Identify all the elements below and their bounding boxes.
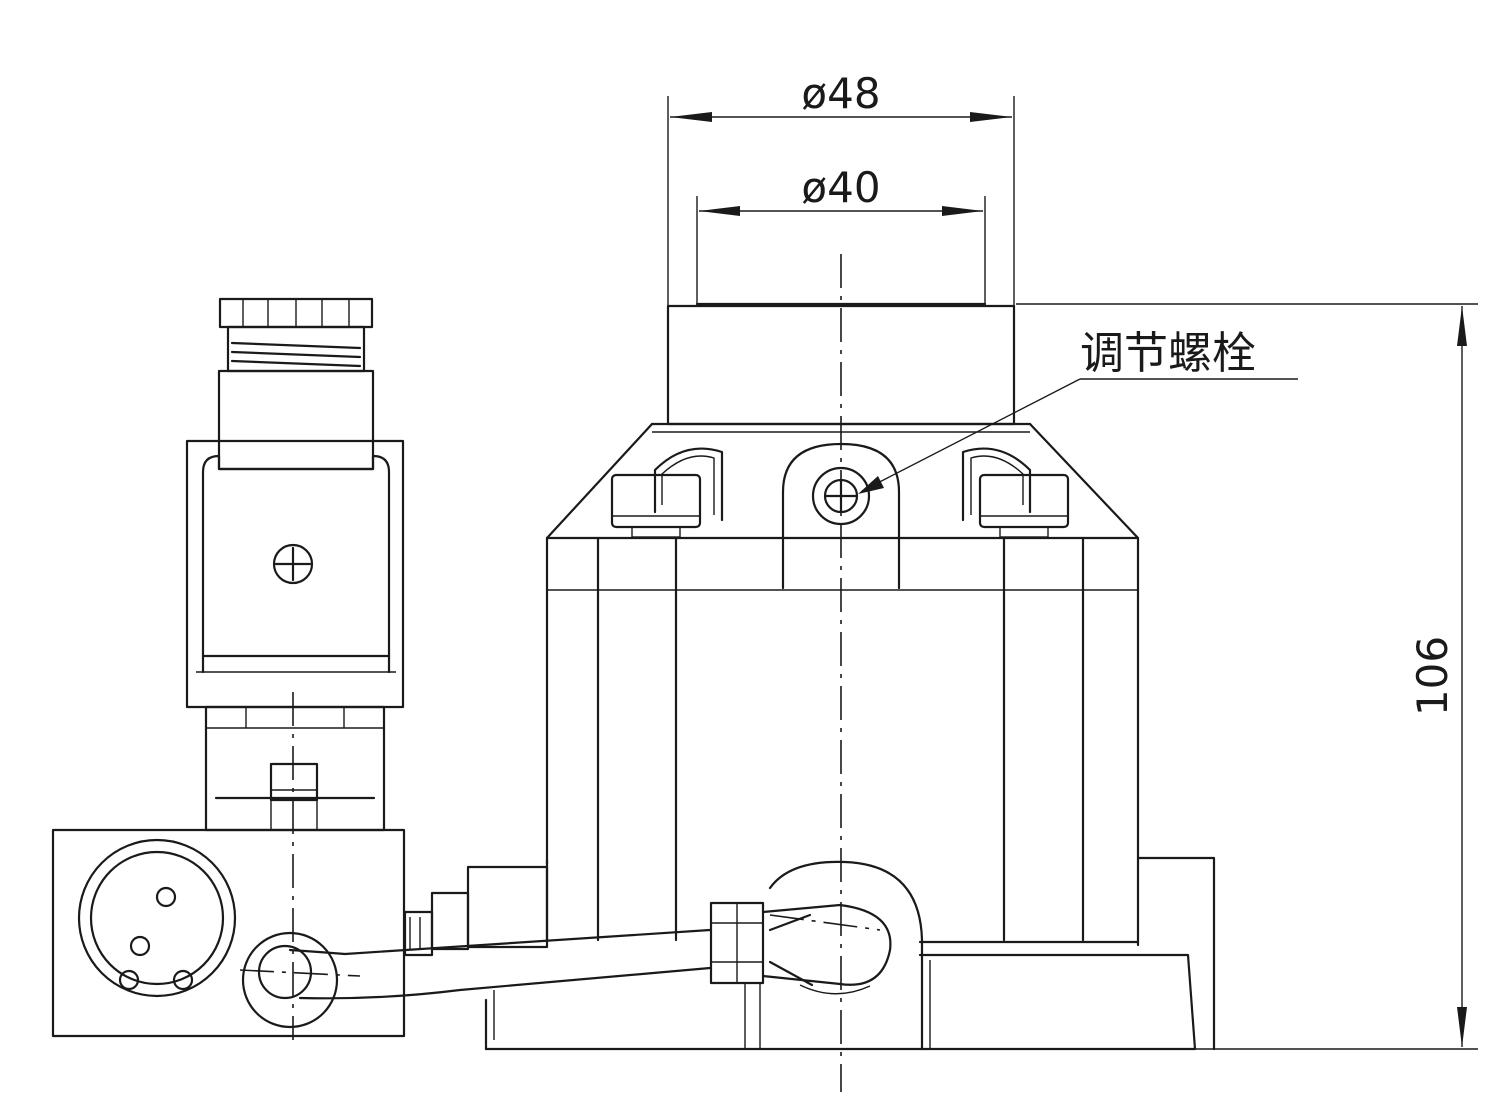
callout-label: 调节螺栓 — [1080, 328, 1256, 379]
dim-label-outer-diameter: ø48 — [801, 69, 880, 118]
dim-label-height: 106 — [1408, 636, 1457, 716]
left-lug — [610, 447, 724, 538]
dimension-inner-diameter: ø40 — [696, 163, 986, 304]
main-body — [403, 302, 1216, 1051]
dimension-outer-diameter: ø48 — [667, 69, 1015, 306]
dimension-height: 106 — [1016, 303, 1478, 1050]
fitting-center-line — [769, 914, 881, 931]
callout-adjusting-bolt: 调节螺栓 — [858, 328, 1298, 494]
dim-label-inner-diameter: ø40 — [801, 163, 880, 212]
connecting-pipe — [288, 860, 924, 1051]
solenoid-valve — [51, 297, 406, 1038]
right-lug — [961, 447, 1070, 538]
adjusting-bolt — [781, 442, 901, 590]
